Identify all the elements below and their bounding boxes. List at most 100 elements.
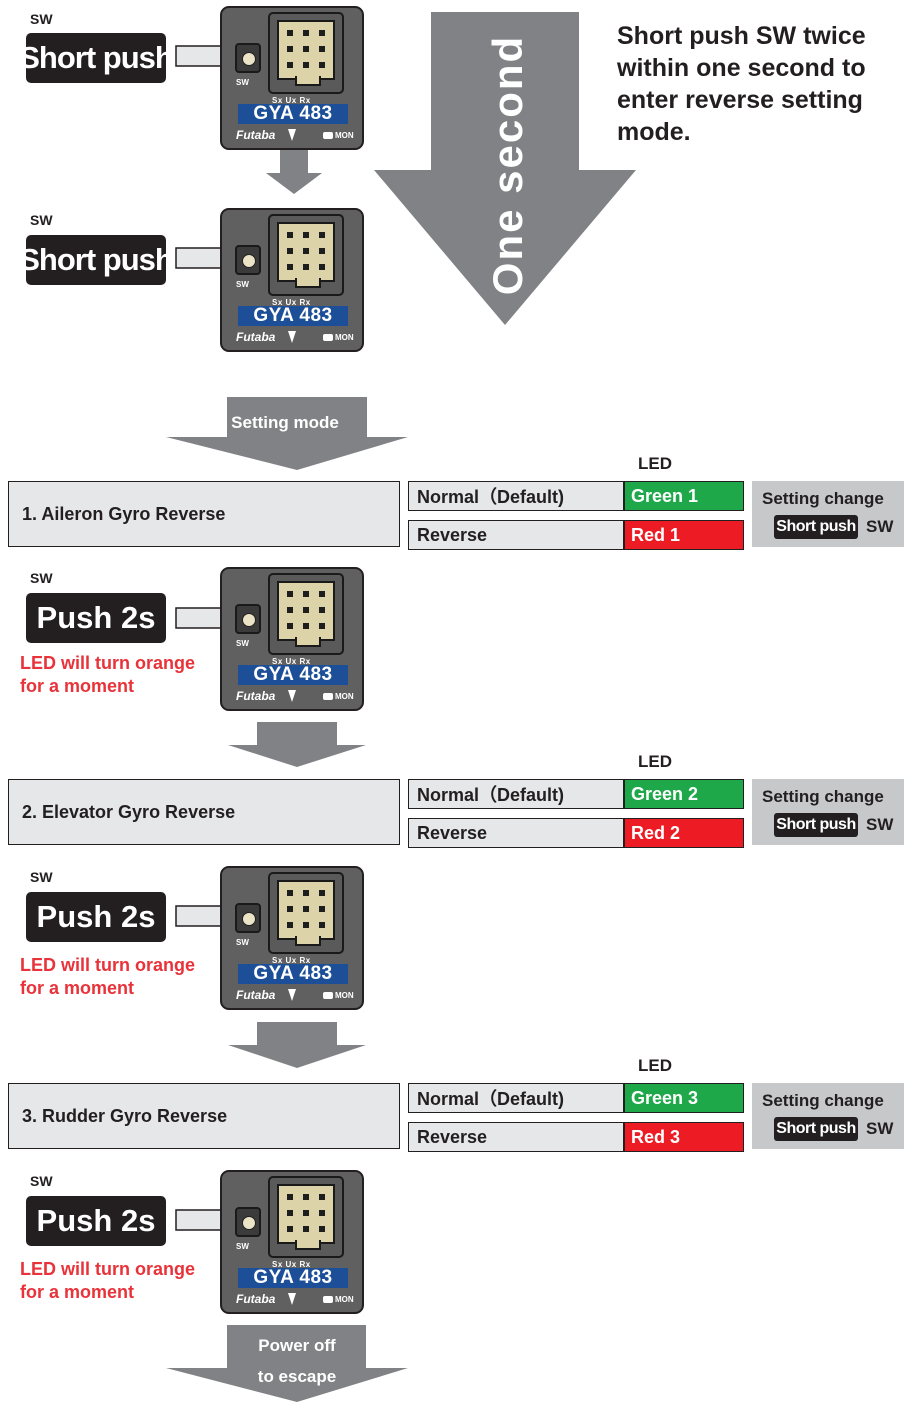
gyro-device-1: SW Sx Ux Rx GYA 483 Futaba MON (220, 6, 364, 150)
escape-label-line1: Power off (258, 1336, 336, 1355)
mon-led-icon (323, 334, 333, 341)
gyro-device-5: SW Sx Ux Rx GYA 483 Futaba MON (220, 1170, 364, 1314)
indicator-triangle-icon (288, 690, 296, 702)
device-mon-label: MON (335, 692, 354, 701)
device-sw-label: SW (236, 280, 249, 289)
connector-icon (268, 12, 344, 94)
gyro-device-2: SW Sx Ux Rx GYA 483 Futaba MON (220, 208, 364, 352)
short-push-label-1: Short push (19, 33, 174, 83)
down-arrow-1 (266, 150, 322, 194)
device-brand: Futaba (236, 988, 276, 1002)
device-ports: Sx Ux Rx (272, 298, 311, 307)
sw-button-icon[interactable] (235, 903, 261, 933)
down-arrow-3 (228, 1022, 366, 1068)
connector-icon (268, 214, 344, 296)
short-push-label-2: Short push (19, 235, 174, 285)
indicator-triangle-icon (288, 1293, 296, 1305)
device-sw-label: SW (236, 938, 249, 947)
sw-label: SW (866, 815, 894, 834)
led-note-line2: for a moment (20, 978, 135, 998)
sw-label: SW (866, 517, 894, 536)
escape-label-line2: to escape (258, 1367, 336, 1386)
device-ports: Sx Ux Rx (272, 1260, 311, 1269)
sw-button-icon[interactable] (235, 1207, 261, 1237)
setting-change-label: Setting change (762, 1091, 884, 1110)
led-note-line2: for a moment (20, 676, 135, 696)
gyro-device-4: SW Sx Ux Rx GYA 483 Futaba MON (220, 866, 364, 1010)
indicator-triangle-icon (288, 129, 296, 141)
row-2-setting-change: Setting change Short push SW (752, 779, 904, 845)
device-model: GYA 483 (238, 306, 348, 326)
sw-tag-1: SW (30, 11, 53, 27)
indicator-triangle-icon (288, 331, 296, 343)
row-1-setting-change: Setting change Short push SW (752, 481, 904, 547)
led-note-line1: LED will turn orange (20, 1259, 196, 1279)
row-3-led-green: Green 3 (624, 1083, 744, 1113)
push-2s-label-2: Push 2s (26, 892, 166, 942)
mon-led-icon (323, 1296, 333, 1303)
sw-tag-4: SW (30, 869, 53, 885)
led-note-line1: LED will turn orange (20, 955, 196, 975)
row-3-setting-change: Setting change Short push SW (752, 1083, 904, 1149)
device-mon-label: MON (335, 991, 354, 1000)
device-ports: Sx Ux Rx (272, 956, 311, 965)
row-3-normal: Normal（Default) (408, 1083, 624, 1113)
row-1-normal: Normal（Default) (408, 481, 624, 511)
row-2-normal: Normal（Default) (408, 779, 624, 809)
push-2s-label-1: Push 2s (26, 593, 166, 643)
led-note-line2: for a moment (20, 1282, 135, 1302)
sw-button-icon[interactable] (235, 604, 261, 634)
device-sw-label: SW (236, 639, 249, 648)
setting-change-label: Setting change (762, 489, 884, 508)
row-2-led-green: Green 2 (624, 779, 744, 809)
one-second-arrow (374, 12, 636, 325)
short-push-mini: Short push (774, 813, 858, 837)
row-3-title: 3. Rudder Gyro Reverse (8, 1083, 400, 1149)
device-model: GYA 483 (238, 104, 348, 124)
row-2-title: 2. Elevator Gyro Reverse (8, 779, 400, 845)
led-header-3: LED (638, 1056, 672, 1075)
device-model: GYA 483 (238, 1268, 348, 1288)
setting-mode-arrow (166, 397, 408, 470)
connector-icon (268, 1176, 344, 1258)
row-1-led-red: Red 1 (624, 520, 744, 550)
mon-led-icon (323, 132, 333, 139)
led-header-1: LED (638, 454, 672, 473)
device-mon-label: MON (335, 131, 354, 140)
gyro-device-3: SW Sx Ux Rx GYA 483 Futaba MON (220, 567, 364, 711)
sw-tag-5: SW (30, 1173, 53, 1189)
device-ports: Sx Ux Rx (272, 657, 311, 666)
device-brand: Futaba (236, 128, 276, 142)
device-sw-label: SW (236, 1242, 249, 1251)
row-3-reverse: Reverse (408, 1122, 624, 1152)
device-brand: Futaba (236, 1292, 276, 1306)
setting-change-label: Setting change (762, 787, 884, 806)
sw-button-icon[interactable] (235, 43, 261, 73)
device-model: GYA 483 (238, 665, 348, 685)
device-mon-label: MON (335, 1295, 354, 1304)
mon-led-icon (323, 693, 333, 700)
led-note-3: LED will turn orange for a moment (20, 1258, 195, 1304)
sw-tag-2: SW (30, 212, 53, 228)
row-2-reverse: Reverse (408, 818, 624, 848)
device-sw-label: SW (236, 78, 249, 87)
mon-led-icon (323, 992, 333, 999)
escape-arrow (166, 1325, 408, 1402)
short-push-mini: Short push (774, 1117, 858, 1141)
setting-mode-label: Setting mode (231, 413, 339, 432)
device-model: GYA 483 (238, 964, 348, 984)
sw-button-icon[interactable] (235, 245, 261, 275)
short-push-mini: Short push (774, 515, 858, 539)
device-ports: Sx Ux Rx (272, 96, 311, 105)
sw-label: SW (866, 1119, 894, 1138)
device-brand: Futaba (236, 330, 276, 344)
one-second-label: One second (484, 35, 531, 295)
row-3-led-red: Red 3 (624, 1122, 744, 1152)
led-header-2: LED (638, 752, 672, 771)
intro-description: Short push SW twice within one second to… (617, 22, 866, 146)
row-2-led-red: Red 2 (624, 818, 744, 848)
connector-icon (268, 872, 344, 954)
row-1-reverse: Reverse (408, 520, 624, 550)
row-1-title: 1. Aileron Gyro Reverse (8, 481, 400, 547)
